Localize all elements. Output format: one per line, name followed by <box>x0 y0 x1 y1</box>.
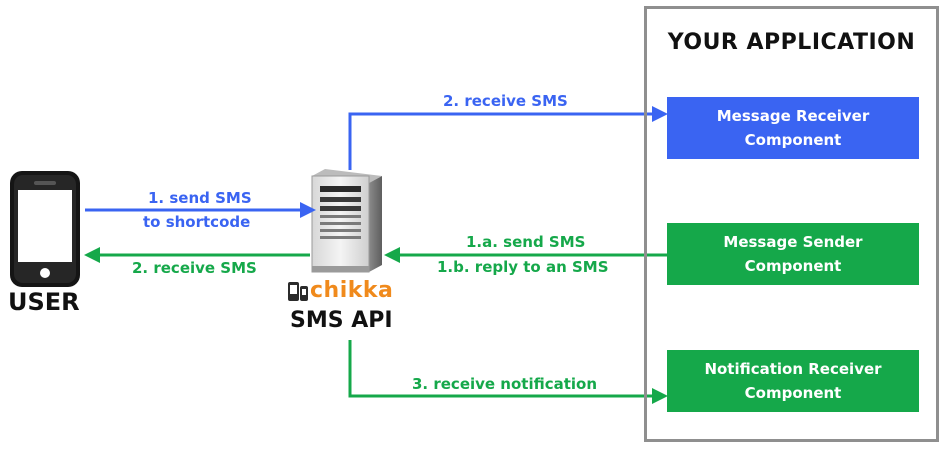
chikka-logo-mark <box>288 282 308 301</box>
smartphone-icon <box>10 171 80 287</box>
flow-label-send-sms-app: 1.a. send SMS <box>466 233 586 251</box>
flow-label-receive-sms-app: 2. receive SMS <box>443 92 568 110</box>
arrow-sender-to-api <box>384 247 668 263</box>
flow-label-to-shortcode: to shortcode <box>143 213 251 231</box>
message-sender-component: Message Sender Component <box>667 223 919 285</box>
flow-label-reply-sms-app: 1.b. reply to an SMS <box>437 258 609 276</box>
your-application-title: YOUR APPLICATION <box>667 30 916 55</box>
notification-receiver-component: Notification Receiver Component <box>667 350 919 412</box>
arrow-api-to-message-receiver <box>348 106 668 170</box>
flow-label-receive-notification: 3. receive notification <box>412 375 598 393</box>
arrow-api-to-notification-receiver <box>348 340 668 404</box>
message-receiver-component: Message Receiver Component <box>667 97 919 159</box>
server-tower-icon <box>311 169 382 273</box>
sms-api-label: SMS API <box>290 308 393 333</box>
user-label: USER <box>8 288 80 316</box>
flow-label-receive-sms-user: 2. receive SMS <box>132 259 257 277</box>
chikka-brand: chikka <box>310 278 394 303</box>
arrow-receive-sms-to-user <box>84 247 310 263</box>
your-application-container <box>644 6 939 442</box>
arrow-send-sms-to-api <box>85 202 316 218</box>
flow-label-send-sms: 1. send SMS <box>148 189 252 207</box>
